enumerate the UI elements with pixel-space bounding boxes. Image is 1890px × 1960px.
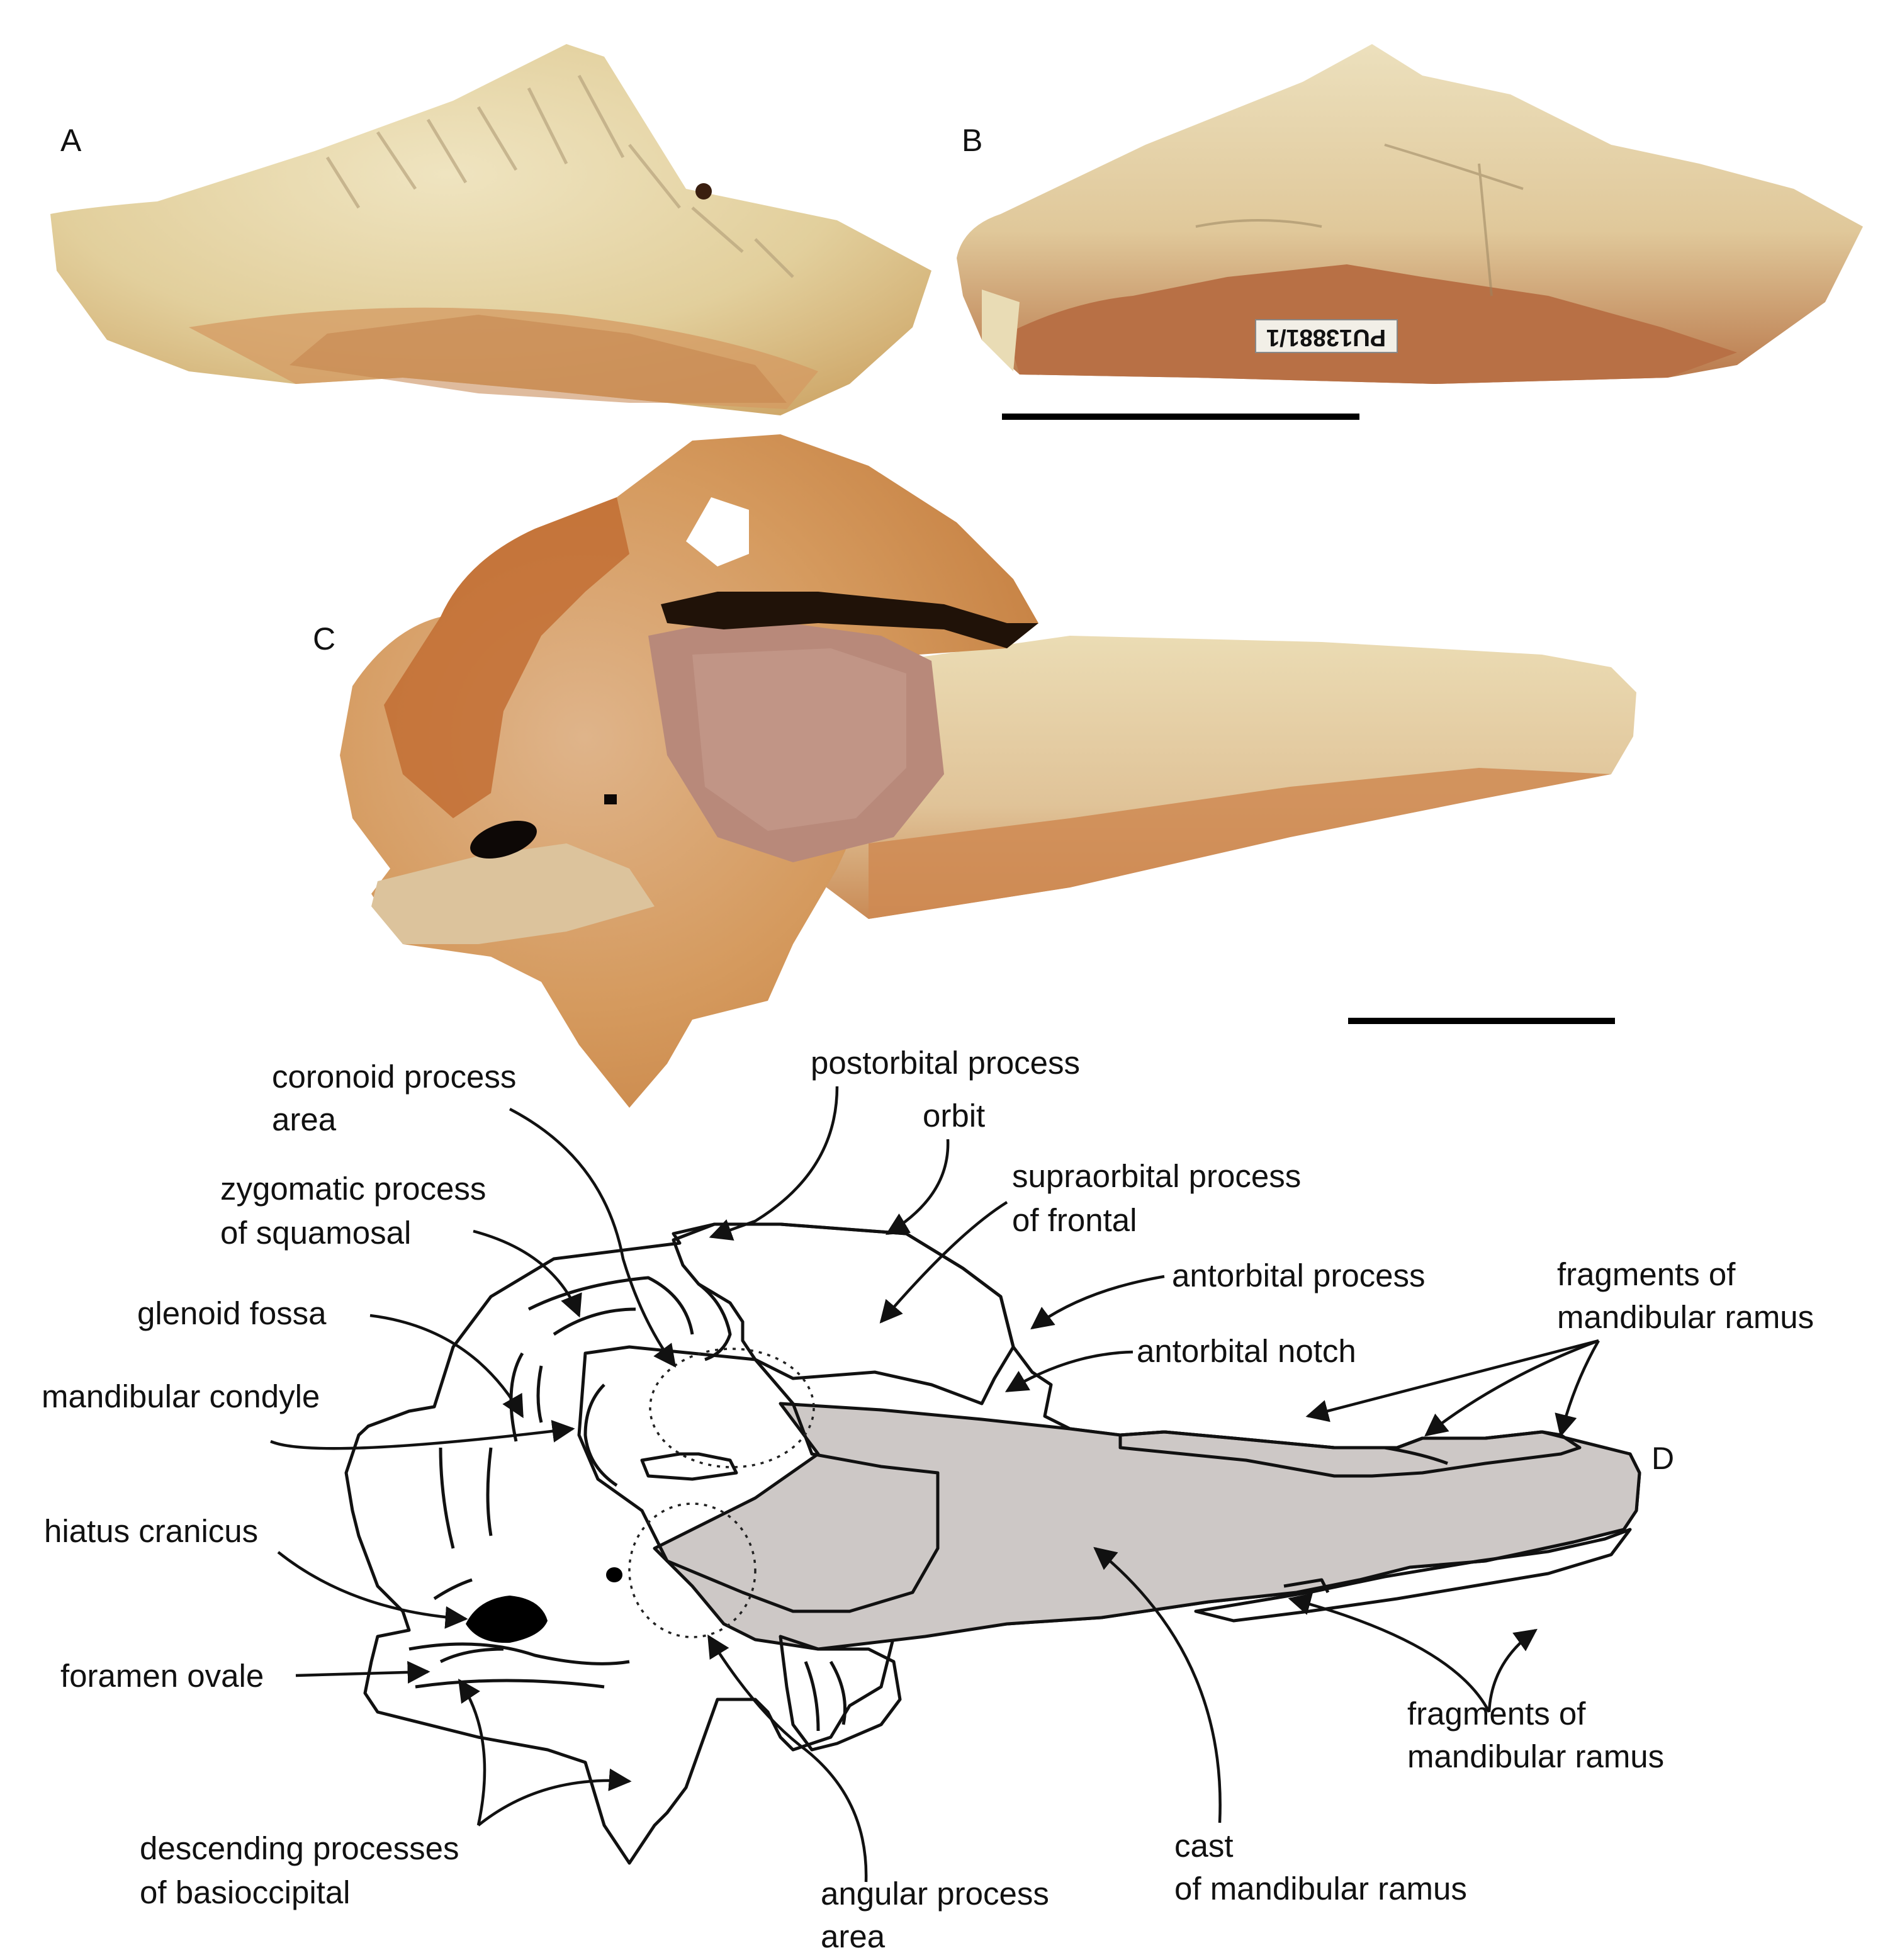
specimen-tag-text: PU13881/1: [1266, 324, 1386, 351]
label-fragments-top: fragments of mandibular ramus: [1557, 1256, 1814, 1335]
dotted-outline-upper: [649, 1348, 815, 1468]
specimen-photo-c: [340, 434, 1636, 1108]
label-mandibular-condyle: mandibular condyle: [42, 1378, 320, 1414]
label-glenoid-fossa: glenoid fossa: [137, 1295, 327, 1331]
label-angular-process-area: angular process area: [821, 1876, 1058, 1954]
label-postorbital-process: postorbital process: [811, 1045, 1080, 1081]
panel-label-a: A: [60, 123, 82, 158]
label-antorbital-process: antorbital process: [1172, 1258, 1426, 1293]
dotted-outline-lower: [628, 1502, 757, 1638]
specimen-photo-a: [50, 44, 931, 415]
hiatus-cranicus-shape: [466, 1596, 548, 1643]
label-foramen-ovale: foramen ovale: [60, 1658, 264, 1694]
label-zygomatic-process: zygomatic process of squamosal: [220, 1171, 495, 1251]
panel-label-d: D: [1651, 1441, 1674, 1476]
label-hiatus-cranicus: hiatus cranicus: [44, 1513, 258, 1549]
panel-label-b: B: [962, 123, 982, 158]
label-cast-mandibular-ramus: cast of mandibular ramus: [1174, 1828, 1467, 1906]
specimen-photo-b: PU13881/1: [957, 44, 1863, 384]
label-orbit: orbit: [923, 1098, 985, 1134]
specimen-tag: [1255, 319, 1398, 353]
panel-label-c: C: [313, 621, 335, 656]
label-descending-processes: descending processes of basioccipital: [140, 1830, 468, 1910]
label-coronoid-process-area: coronoid process area: [272, 1059, 526, 1137]
label-fragments-bottom: fragments of mandibular ramus: [1407, 1696, 1664, 1774]
label-supraorbital-process: supraorbital process of frontal: [1012, 1158, 1310, 1238]
label-antorbital-notch: antorbital notch: [1137, 1333, 1356, 1369]
leader-arrows: [270, 1086, 1600, 1883]
